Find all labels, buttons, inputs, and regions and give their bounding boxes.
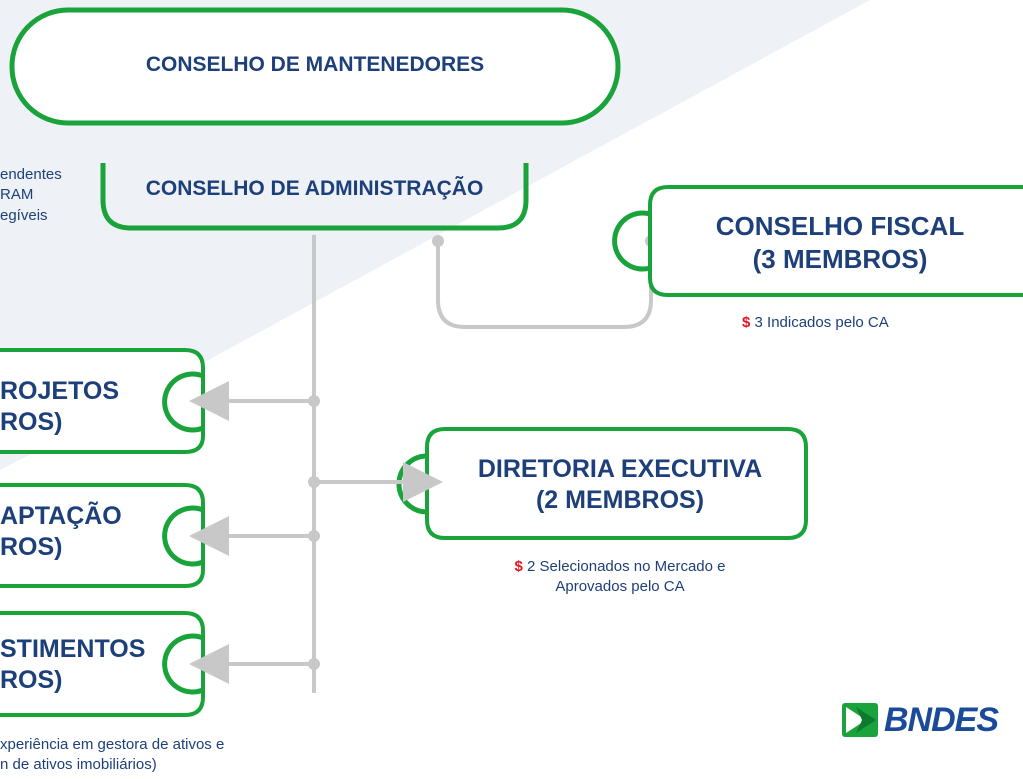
investimentos-branch-dot — [308, 658, 320, 670]
investimentos-connector-arc — [162, 633, 204, 695]
diretoria-executiva-title-line1: DIRETORIA EXECUTIVA — [477, 455, 763, 483]
conselho-mantenedores-title: CONSELHO DE MANTENEDORES — [145, 53, 485, 76]
conselho-administracao-title: CONSELHO DE ADMINISTRAÇÃO — [145, 177, 484, 200]
projetos-title-line1: ROJETOS — [0, 377, 120, 405]
projetos-connector-arc — [162, 371, 204, 433]
captacao-connector-arc — [162, 505, 204, 567]
bottom-note-line2: n de ativos imobiliários) — [0, 756, 157, 774]
bottom-note: xperiência em gestora de ativos e n de a… — [0, 735, 224, 776]
conselho-fiscal-title-line2: (3 MEMBROS) — [752, 243, 928, 274]
projetos-title-line2: ROS) — [0, 408, 63, 437]
investimentos-title-line1: STIMENTOS — [0, 635, 146, 663]
projetos-title: ROJETOS ROS) — [0, 376, 119, 439]
bndes-logo-text: BNDES — [884, 700, 999, 739]
diretoria-note-line1: 2 Selecionados no Mercado e — [527, 558, 726, 575]
conselho-administracao-bracket — [100, 163, 529, 231]
left-top-note: endentes RAM egíveis — [0, 165, 62, 226]
diretoria-executiva-title: DIRETORIA EXECUTIVA (2 MEMBROS) — [455, 454, 785, 517]
dollar-icon: $ — [742, 314, 751, 331]
dollar-icon: $ — [514, 558, 523, 575]
projetos-branch-dot — [308, 395, 320, 407]
conselho-fiscal-connector-arc — [612, 210, 651, 272]
conselho-fiscal-title-line1: CONSELHO FISCAL — [715, 211, 965, 241]
conselho-fiscal-box — [648, 185, 1023, 297]
diretoria-note-line2: Aprovados pelo CA — [555, 578, 685, 596]
bndes-logo: BNDES — [842, 700, 999, 740]
diretoria-note: $ 2 Selecionados no Mercado e Aprovados … — [455, 557, 785, 598]
left-top-note-line2: RAM — [0, 186, 34, 204]
diretoria-branch-dot — [308, 476, 320, 488]
bndes-logo-icon — [842, 703, 878, 737]
captacao-title-line1: APTAÇÃO — [0, 502, 122, 530]
bottom-note-line1: xperiência em gestora de ativos e — [0, 736, 225, 753]
diretoria-executiva-box — [425, 427, 808, 540]
fiscal-connector-dot-left — [432, 235, 444, 247]
captacao-title-line2: ROS) — [0, 533, 63, 562]
conselho-mantenedores-box — [9, 7, 621, 126]
captacao-title: APTAÇÃO ROS) — [0, 501, 122, 564]
diretoria-executiva-title-line2: (2 MEMBROS) — [535, 486, 705, 515]
fiscal-note: $ 3 Indicados pelo CA — [742, 313, 889, 333]
investimentos-title: STIMENTOS ROS) — [0, 634, 145, 697]
left-top-note-line1: endentes — [0, 166, 62, 183]
left-top-note-line3: egíveis — [0, 206, 48, 224]
fiscal-note-text: 3 Indicados pelo CA — [754, 314, 889, 331]
captacao-branch-dot — [308, 530, 320, 542]
fiscal-connector — [436, 241, 653, 329]
investimentos-title-line2: ROS) — [0, 666, 63, 695]
conselho-fiscal-title: CONSELHO FISCAL (3 MEMBROS) — [690, 210, 990, 275]
